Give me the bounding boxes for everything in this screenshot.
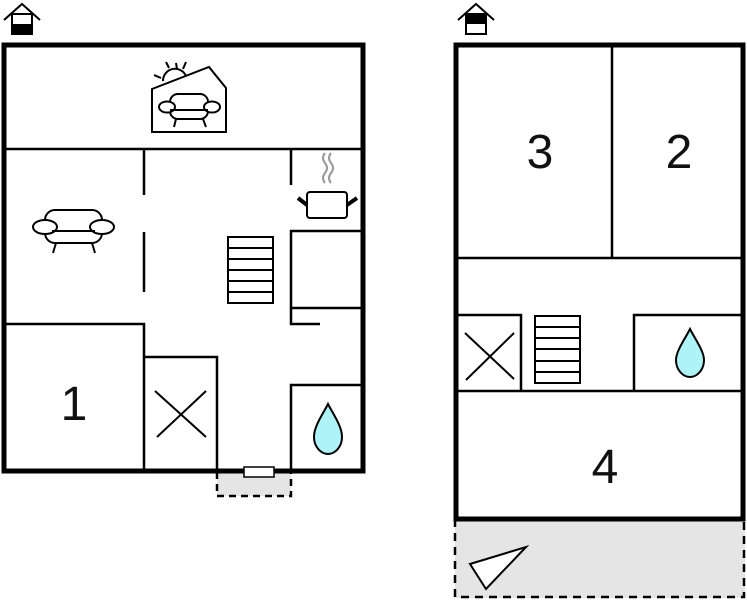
ground-floor-outline [1,42,366,474]
first-floor-inner-walls [456,45,743,393]
house-upper-floor-icon [457,2,495,35]
house-ground-floor-icon [3,2,41,35]
room-label-2: 2 [665,126,693,179]
water-drop-icon [674,326,706,379]
stairs-icon [534,315,581,384]
room-label-4: 4 [591,441,619,494]
sofa-icon [32,209,115,254]
front-door [243,466,275,478]
conservatory-sofa-icon [151,61,227,133]
stairs-icon [227,236,274,304]
wc-cross-icon [154,390,207,438]
room-label-1: 1 [60,378,88,431]
first-floor-outline [453,42,746,522]
water-drop-icon [312,401,344,456]
cooking-pot-icon [296,152,359,219]
room-label-3: 3 [526,126,554,179]
ground-floor-inner-walls [4,147,365,471]
terrace-triangle-icon [468,544,530,591]
terrace [453,519,746,599]
wc-cross-icon [464,332,515,381]
